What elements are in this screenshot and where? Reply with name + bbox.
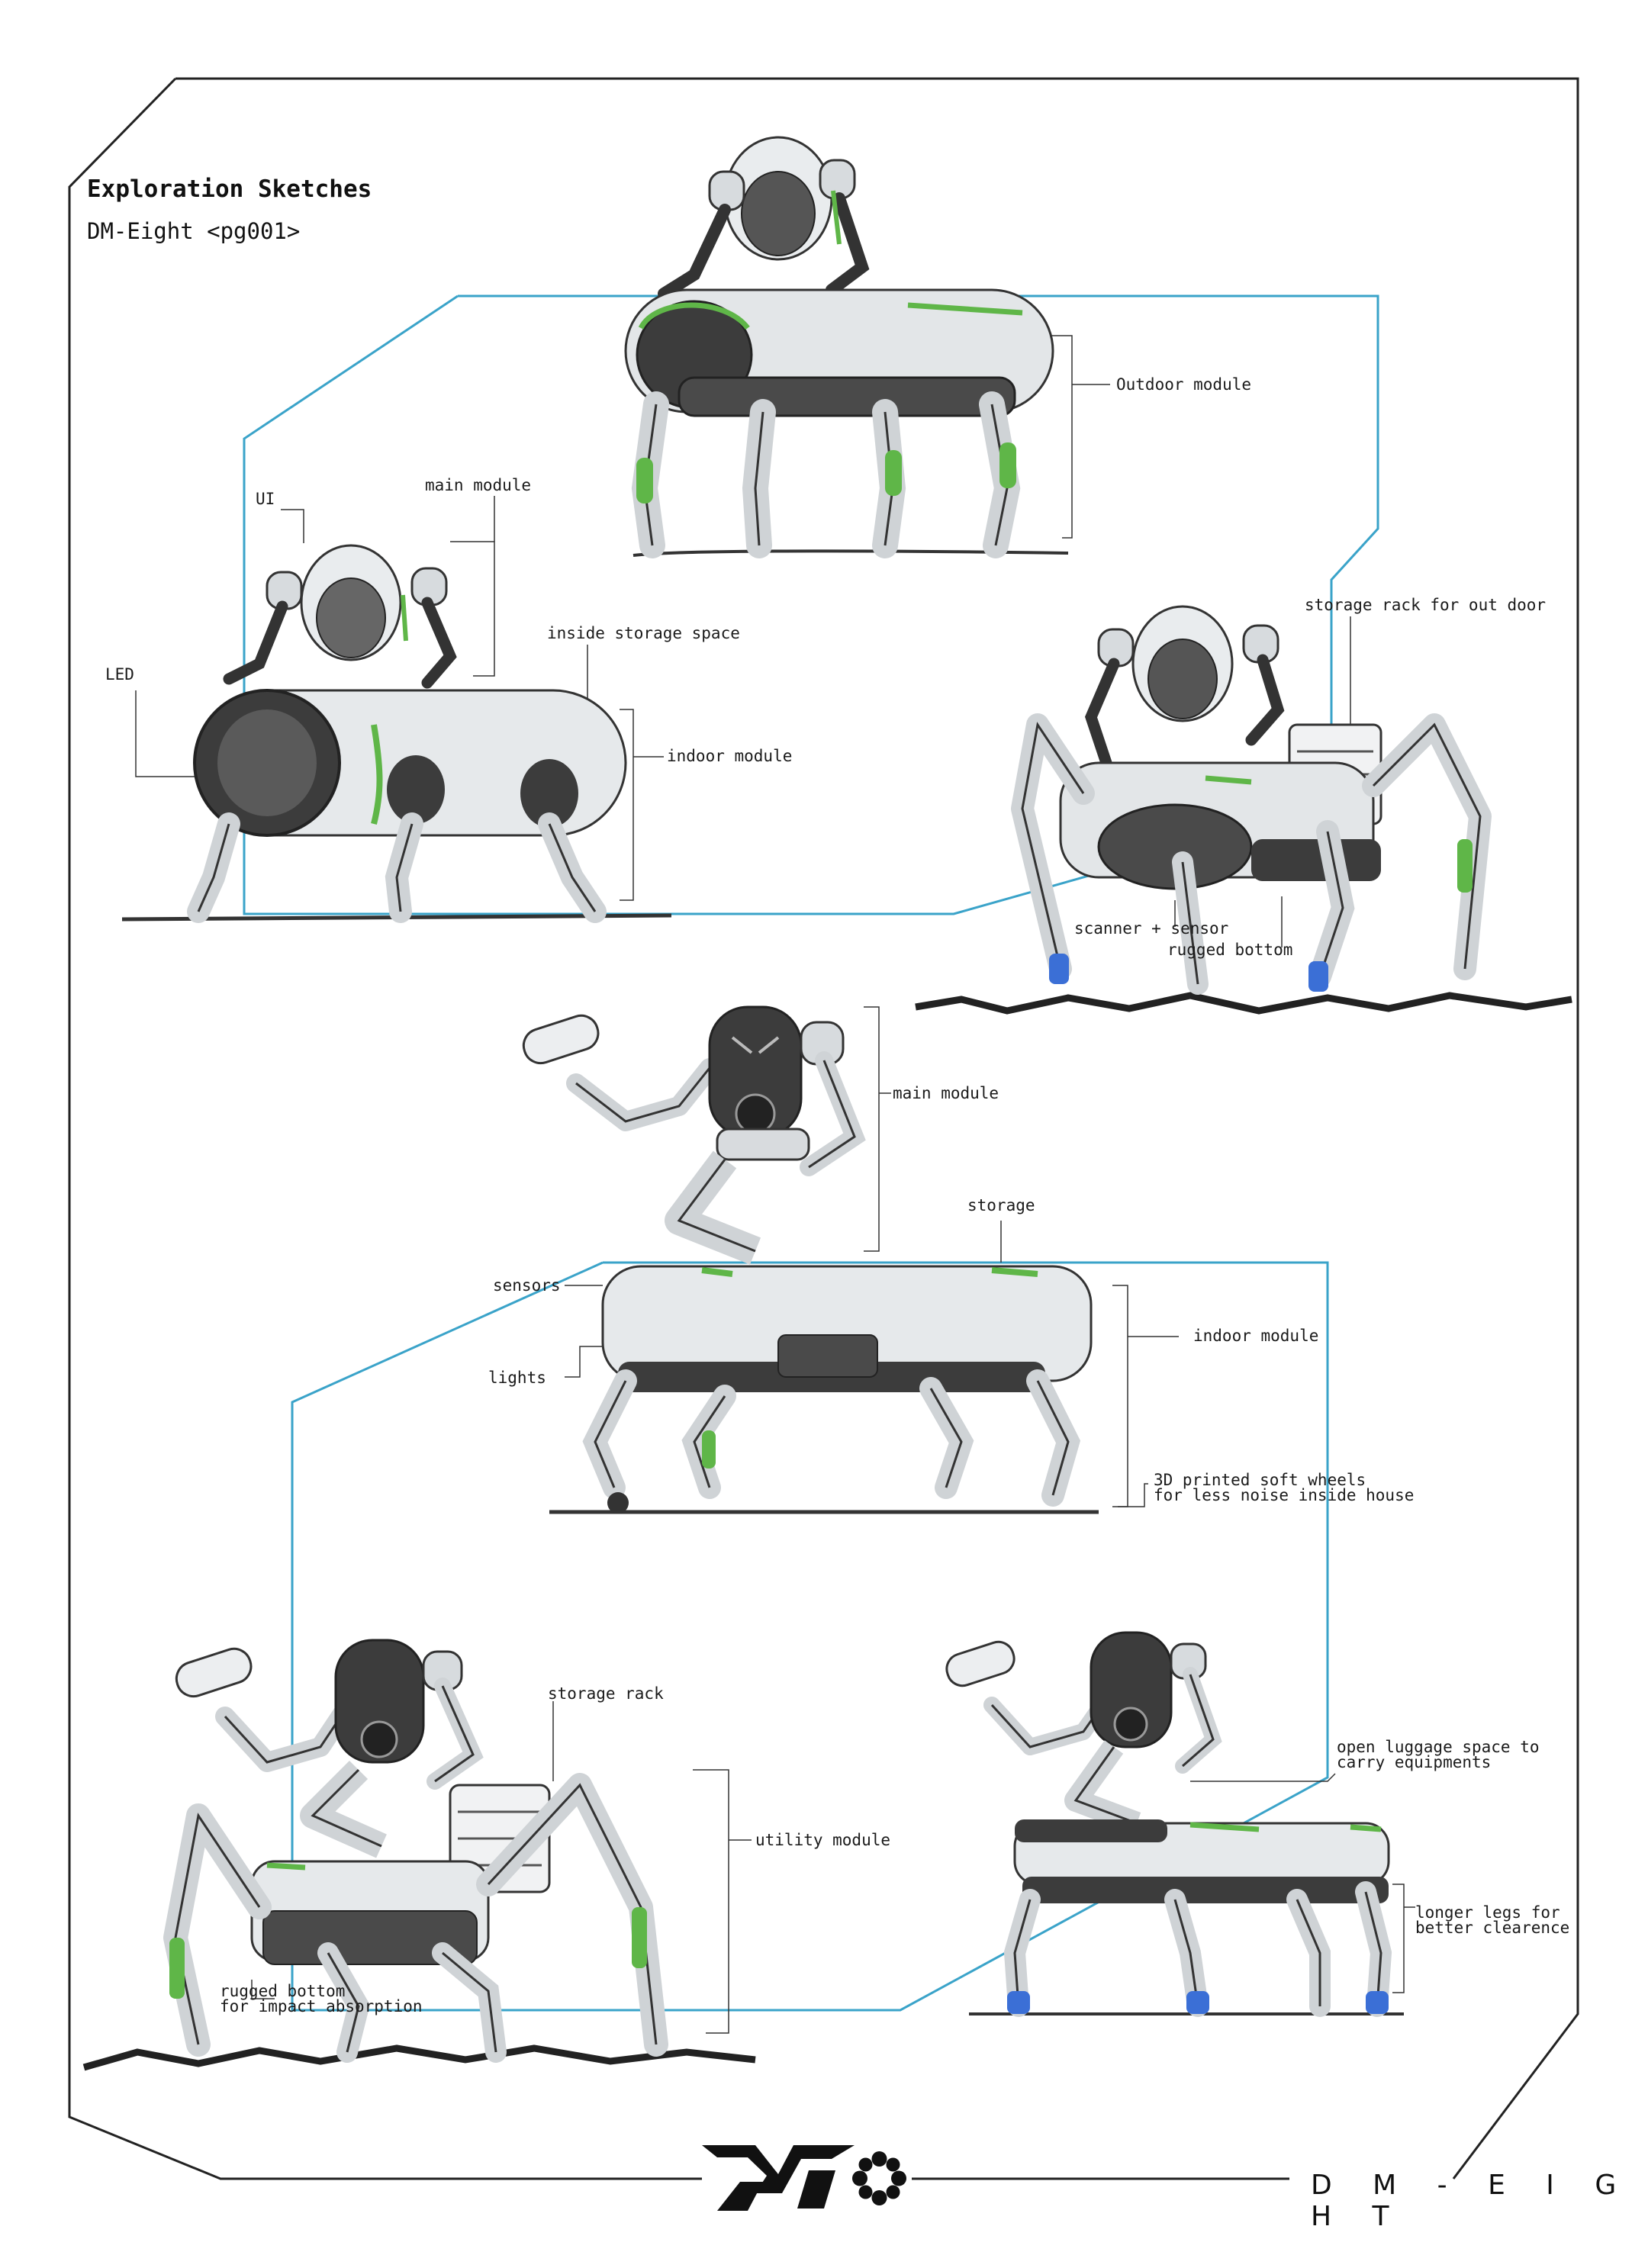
label-inside-storage: inside storage space	[547, 624, 740, 642]
page-subtitle: DM-Eight <pg001>	[87, 218, 301, 244]
leader-indoor-module-left	[620, 709, 634, 901]
label-led: LED	[105, 665, 134, 684]
leader-indoor-module-center	[1112, 1285, 1128, 1507]
label-scanner-sensor: scanner + sensor	[1074, 919, 1229, 938]
label-indoor-module-left: indoor module	[667, 747, 793, 765]
leader-rugged-impact	[251, 1980, 275, 1999]
label-outdoor-module: Outdoor module	[1116, 375, 1252, 394]
leader-utility-module	[693, 1769, 729, 2034]
label-utility-module: utility module	[755, 1831, 891, 1849]
leader-ui	[281, 509, 304, 543]
label-soft-wheels: 3D printed soft wheels for less noise in…	[1154, 1471, 1415, 1504]
label-storage-rack-outdoor: storage rack for out door	[1305, 596, 1547, 614]
ground-utility-left	[82, 2044, 756, 2071]
outer-frame-border-left	[68, 77, 702, 2180]
robot-sketch-indoor-left	[187, 544, 627, 923]
brand-wordmark: D M - E I G H T	[1311, 2170, 1633, 2232]
leader-outdoor-module	[1045, 335, 1073, 539]
label-open-luggage: open luggage space to carry equipments	[1337, 1738, 1540, 1771]
label-main-module-center: main module	[893, 1084, 999, 1102]
leader-longer-legs	[1392, 1884, 1405, 1993]
label-indoor-module-center: indoor module	[1193, 1327, 1319, 1345]
robot-sketch-luggage-right	[945, 1631, 1392, 2017]
leader-main-module-center	[864, 1006, 880, 1252]
label-main-module: main module	[425, 476, 532, 494]
gear-flower-icon	[852, 2151, 906, 2205]
label-storage-rack: storage rack	[548, 1684, 664, 1703]
outer-frame-border	[175, 77, 1579, 2180]
leader-wheels	[1118, 1483, 1148, 1507]
label-longer-legs: longer legs for better clearence	[1415, 1903, 1570, 1937]
leader-main-module	[450, 541, 495, 677]
label-storage: storage	[967, 1196, 1035, 1214]
leader-open-luggage	[1190, 1773, 1336, 1782]
robot-sketch-indoor-center	[522, 1005, 1093, 1514]
page-title: Exploration Sketches	[87, 175, 372, 203]
dm-logo-icon	[702, 2145, 855, 2211]
label-rugged-bottom: rugged bottom	[1167, 941, 1293, 959]
label-ui: UI	[256, 490, 275, 508]
leader-lights	[565, 1346, 610, 1378]
robot-sketch-outdoor-top	[624, 136, 1054, 558]
robot-sketch-utility-left	[163, 1639, 668, 2063]
label-sensors: sensors	[493, 1276, 561, 1295]
label-rugged-impact: rugged bottom for impact absorption	[220, 1982, 423, 2015]
connector-bottom	[291, 1261, 1329, 2012]
robot-sketch-outdoor-right	[1011, 605, 1492, 995]
leader-led	[135, 690, 198, 777]
label-lights: lights	[488, 1369, 546, 1387]
ground-outdoor-right	[915, 992, 1572, 1015]
